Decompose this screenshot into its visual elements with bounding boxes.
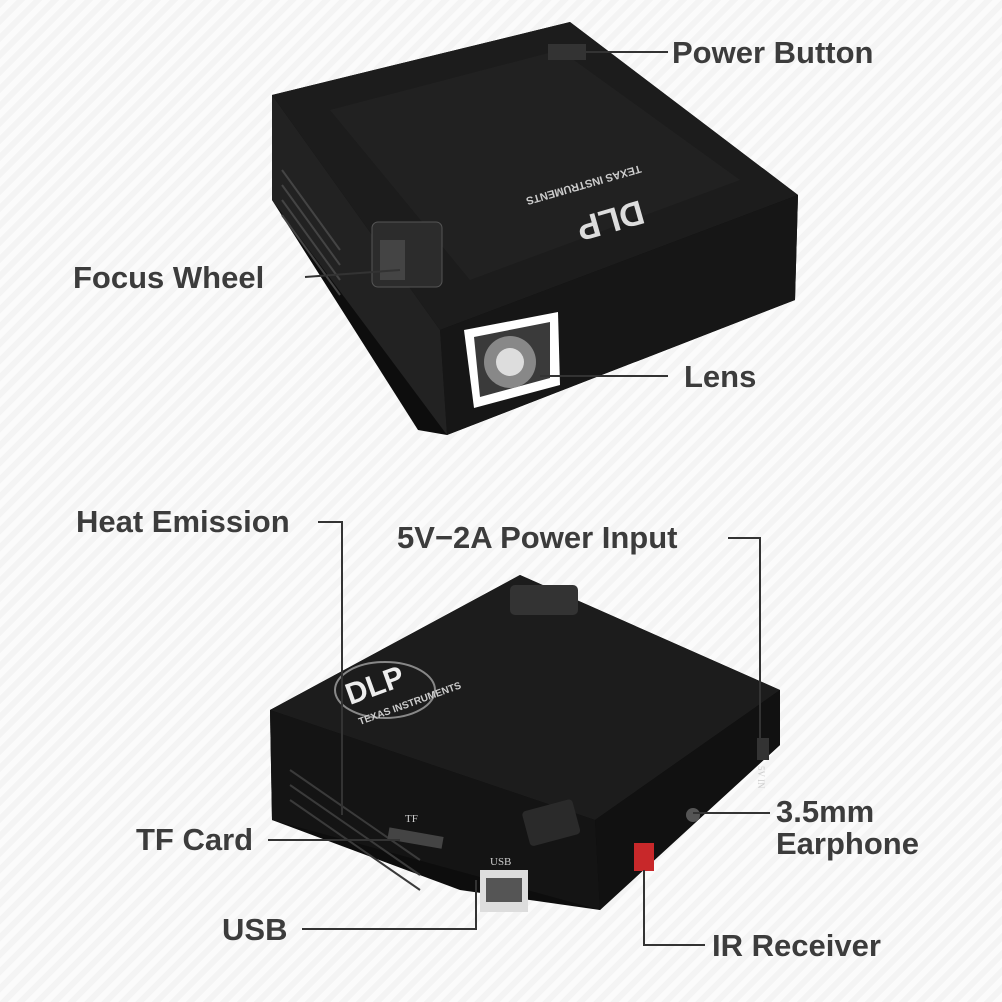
- label-power-button: Power Button: [672, 35, 874, 70]
- power-button-icon: [548, 44, 586, 60]
- leader-lines: [268, 51, 770, 946]
- label-tf-card: TF Card: [136, 822, 254, 857]
- label-ir-receiver: IR Receiver: [712, 928, 881, 963]
- label-usb: USB: [222, 912, 288, 947]
- usb-port-text: USB: [490, 856, 511, 868]
- projector-top-view: DLP TEXAS INSTRUMENTS: [272, 22, 798, 435]
- label-focus-wheel: Focus Wheel: [73, 260, 265, 295]
- label-lens: Lens: [684, 359, 757, 394]
- vent-grille-icon: [281, 169, 341, 296]
- projector-bottom-view: DLP TEXAS INSTRUMENTS TF USB 5V IN: [270, 575, 780, 912]
- label-power-input: 5V−2A Power Input: [397, 520, 678, 555]
- focus-wheel-bottom-icon: [510, 585, 578, 615]
- label-heat-emission: Heat Emission: [76, 504, 290, 539]
- tf-slot-icon: [387, 827, 444, 849]
- tf-port-text: TF: [405, 813, 418, 825]
- power-port-text: 5V IN: [756, 766, 766, 789]
- earphone-jack-icon: [686, 808, 700, 822]
- label-earphone-line1: 3.5mm: [776, 794, 875, 829]
- power-port-icon: [757, 738, 769, 760]
- label-earphone-line2: Earphone: [776, 826, 919, 861]
- ir-receiver-icon: [634, 843, 654, 871]
